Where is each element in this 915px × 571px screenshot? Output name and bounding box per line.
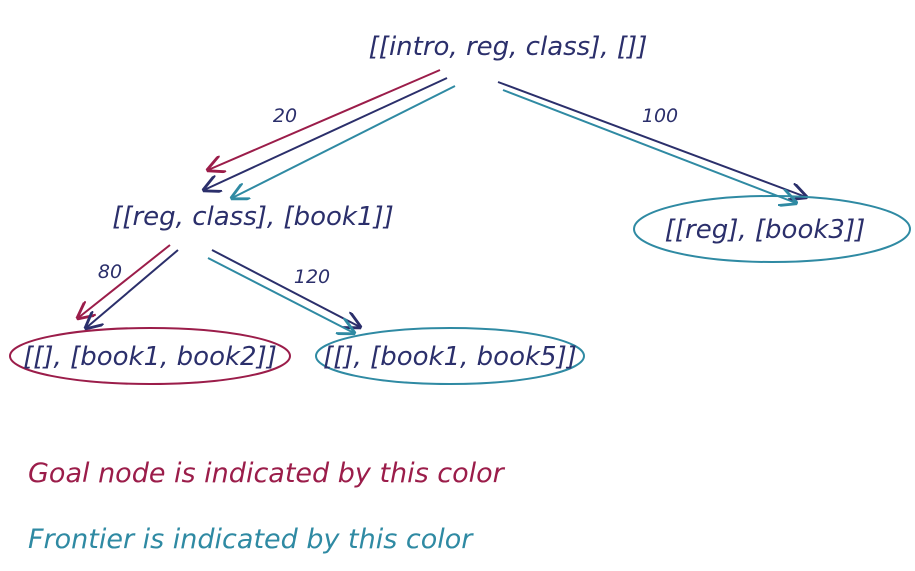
node-mid: [[reg, class], [book1]] xyxy=(112,202,394,232)
edge-root-to-right xyxy=(497,81,806,203)
edge-label-root-to-right: 100 xyxy=(642,105,678,127)
node-root: [[intro, reg, class], []] xyxy=(369,32,648,62)
edge-mid-to-frontier-frontier-stroke xyxy=(207,257,354,333)
legend-goal: Goal node is indicated by this color xyxy=(28,458,506,489)
legend-frontier: Frontier is indicated by this color xyxy=(28,524,474,555)
node-frontier: [[], [book1, book5]] xyxy=(323,342,577,372)
node-right: [[reg], [book3]] xyxy=(665,215,866,245)
edge-label-root-to-mid: 20 xyxy=(273,105,297,127)
edge-label-mid-to-goal: 80 xyxy=(98,261,122,283)
edge-root-to-mid-ink-stroke xyxy=(204,77,448,190)
edge-root-to-right-ink-stroke xyxy=(497,81,806,197)
edge-mid-to-goal-ink-stroke xyxy=(86,249,179,328)
edge-mid-to-goal-goal-stroke xyxy=(78,244,171,318)
node-goal: [[], [book1, book2]] xyxy=(23,342,277,372)
edge-mid-to-goal xyxy=(78,244,179,328)
edge-mid-to-frontier-ink-stroke xyxy=(211,249,360,327)
goal-outline xyxy=(9,327,291,385)
edge-root-to-mid-frontier-stroke xyxy=(232,85,456,198)
frontier-outline-right xyxy=(633,195,911,263)
edge-root-to-mid xyxy=(204,69,456,198)
edge-root-to-right-frontier-stroke xyxy=(502,89,796,203)
edge-root-to-mid-goal-stroke xyxy=(208,69,441,170)
edge-mid-to-frontier xyxy=(207,249,360,333)
edge-label-mid-to-frontier: 120 xyxy=(294,266,330,288)
frontier-outline-bottom xyxy=(315,327,585,385)
